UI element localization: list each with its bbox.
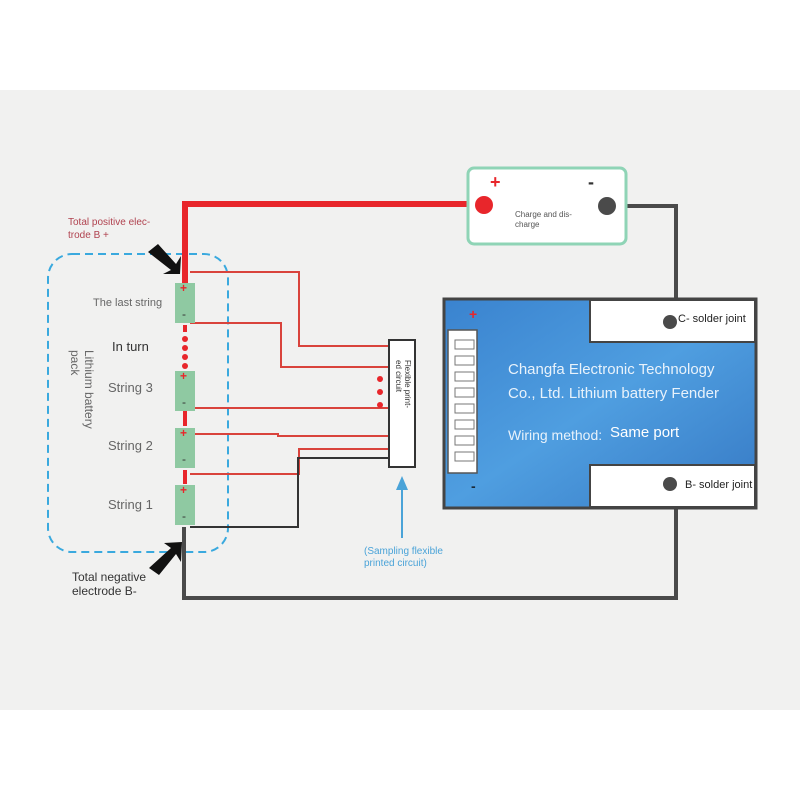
sense-wire-string2 bbox=[190, 433, 392, 437]
arrow-total-negative bbox=[149, 542, 182, 575]
same-port-value: Same port bbox=[610, 424, 680, 441]
sense-wire-negative bbox=[190, 457, 392, 528]
b-solder-point bbox=[663, 477, 677, 491]
battery-pack-outline bbox=[47, 253, 229, 553]
charge-discharge-box bbox=[466, 166, 628, 246]
cell-plus-marker: + bbox=[180, 369, 188, 383]
connector-pin bbox=[454, 371, 475, 382]
cell-string-2 bbox=[175, 428, 195, 468]
cell-plus-marker: + bbox=[180, 426, 188, 440]
connector-pin bbox=[454, 387, 475, 398]
c-solder-label: C- solder joint bbox=[678, 313, 746, 325]
cell-plus-marker: + bbox=[180, 483, 188, 497]
charge-minus-sign: - bbox=[588, 172, 594, 192]
c-negative-wire bbox=[607, 204, 678, 322]
fpc-label: Flexible print- ed circuit bbox=[394, 360, 412, 409]
charge-plus-sign: + bbox=[490, 172, 501, 192]
cell-plus-marker: + bbox=[180, 281, 188, 295]
sense-wire-top bbox=[190, 271, 392, 347]
string-3-label: String 3 bbox=[108, 380, 153, 395]
bms-connector-pins bbox=[454, 339, 475, 462]
b-solder-label: B- solder joint bbox=[685, 479, 753, 491]
connector-pin bbox=[454, 355, 475, 366]
cell-minus-marker: - bbox=[182, 307, 186, 321]
in-turn-dot bbox=[182, 363, 188, 369]
cell-minus-marker: - bbox=[182, 452, 186, 466]
cell-string-1 bbox=[175, 485, 195, 525]
in-turn-dot bbox=[182, 345, 188, 351]
charge-discharge-label: Charge and dis- charge bbox=[515, 210, 572, 229]
in-turn-label: In turn bbox=[112, 339, 149, 354]
connector-pin bbox=[454, 403, 475, 414]
cell-minus-marker: - bbox=[182, 509, 186, 523]
sense-wire-last-minus bbox=[190, 322, 392, 368]
bms-connector bbox=[447, 329, 478, 474]
bms-plus-sign: + bbox=[469, 306, 478, 322]
connector-pin bbox=[454, 339, 475, 350]
c-solder-point bbox=[663, 315, 677, 329]
last-string-label: The last string bbox=[93, 297, 163, 309]
sampling-label: (Sampling flexible printed circuit) bbox=[364, 546, 443, 569]
in-turn-dot bbox=[182, 336, 188, 342]
battery-pack-label: Lithium battery pack bbox=[68, 350, 96, 429]
connector-pin bbox=[454, 451, 475, 462]
bms-company-line2: Co., Ltd. Lithium battery Fender bbox=[508, 385, 719, 402]
fpc-dot bbox=[377, 402, 383, 408]
charge-positive-terminal bbox=[475, 196, 493, 214]
string-2-label: String 2 bbox=[108, 438, 153, 453]
cell-last-string bbox=[175, 283, 195, 323]
bms-company-line1: Changfa Electronic Technology bbox=[508, 361, 715, 378]
cell-minus-marker: - bbox=[182, 395, 186, 409]
bms-minus-sign: - bbox=[471, 478, 476, 494]
sense-wire-string2-minus bbox=[190, 448, 392, 475]
in-turn-dot bbox=[182, 354, 188, 360]
cell-string-3 bbox=[175, 371, 195, 411]
connector-pin bbox=[454, 435, 475, 446]
fpc-dot bbox=[377, 389, 383, 395]
total-positive-label: Total positive elec- trode B + bbox=[68, 217, 151, 241]
total-negative-label: Total negative electrode B- bbox=[72, 570, 147, 598]
arrow-total-positive bbox=[148, 244, 181, 274]
fpc-connector bbox=[388, 339, 416, 468]
positive-main-wire bbox=[182, 201, 484, 283]
sampling-arrowhead bbox=[396, 476, 408, 490]
connector-pin bbox=[454, 419, 475, 430]
string-1-label: String 1 bbox=[108, 497, 153, 512]
b-negative-wire bbox=[182, 486, 678, 600]
wiring-method-label: Wiring method: bbox=[508, 427, 603, 443]
charge-negative-terminal bbox=[598, 197, 616, 215]
fpc-dot bbox=[377, 376, 383, 382]
